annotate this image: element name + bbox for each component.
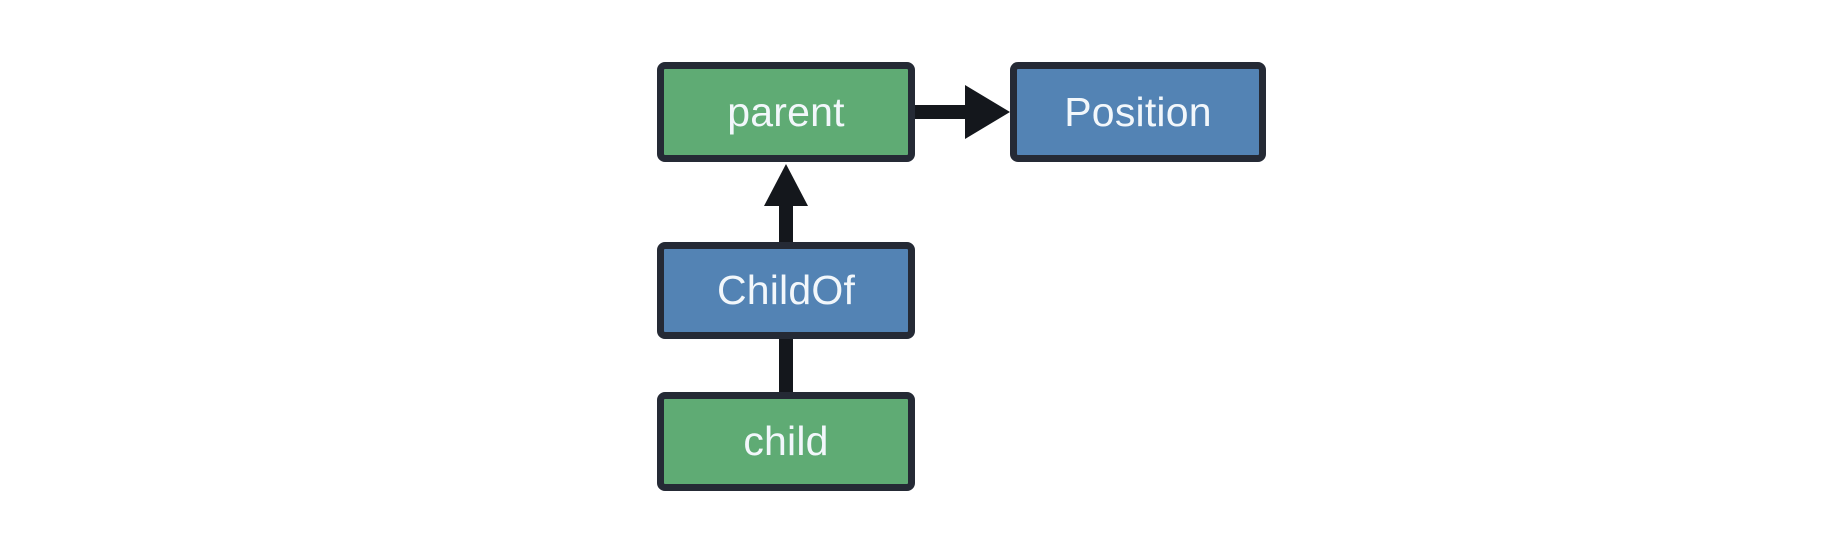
node-parent-label: parent: [727, 88, 845, 135]
node-child-label: child: [743, 418, 829, 464]
node-childof[interactable]: ChildOf: [657, 242, 915, 339]
node-position[interactable]: Position: [1010, 62, 1266, 162]
node-parent[interactable]: parent: [657, 62, 915, 162]
node-position-label: Position: [1064, 88, 1212, 135]
node-childof-label: ChildOf: [716, 267, 856, 313]
node-child[interactable]: child: [657, 392, 915, 491]
edge-parent-to-position: [915, 85, 1010, 139]
edge-childof-to-parent: [764, 164, 808, 244]
edge-child-to-childof: [779, 338, 793, 394]
